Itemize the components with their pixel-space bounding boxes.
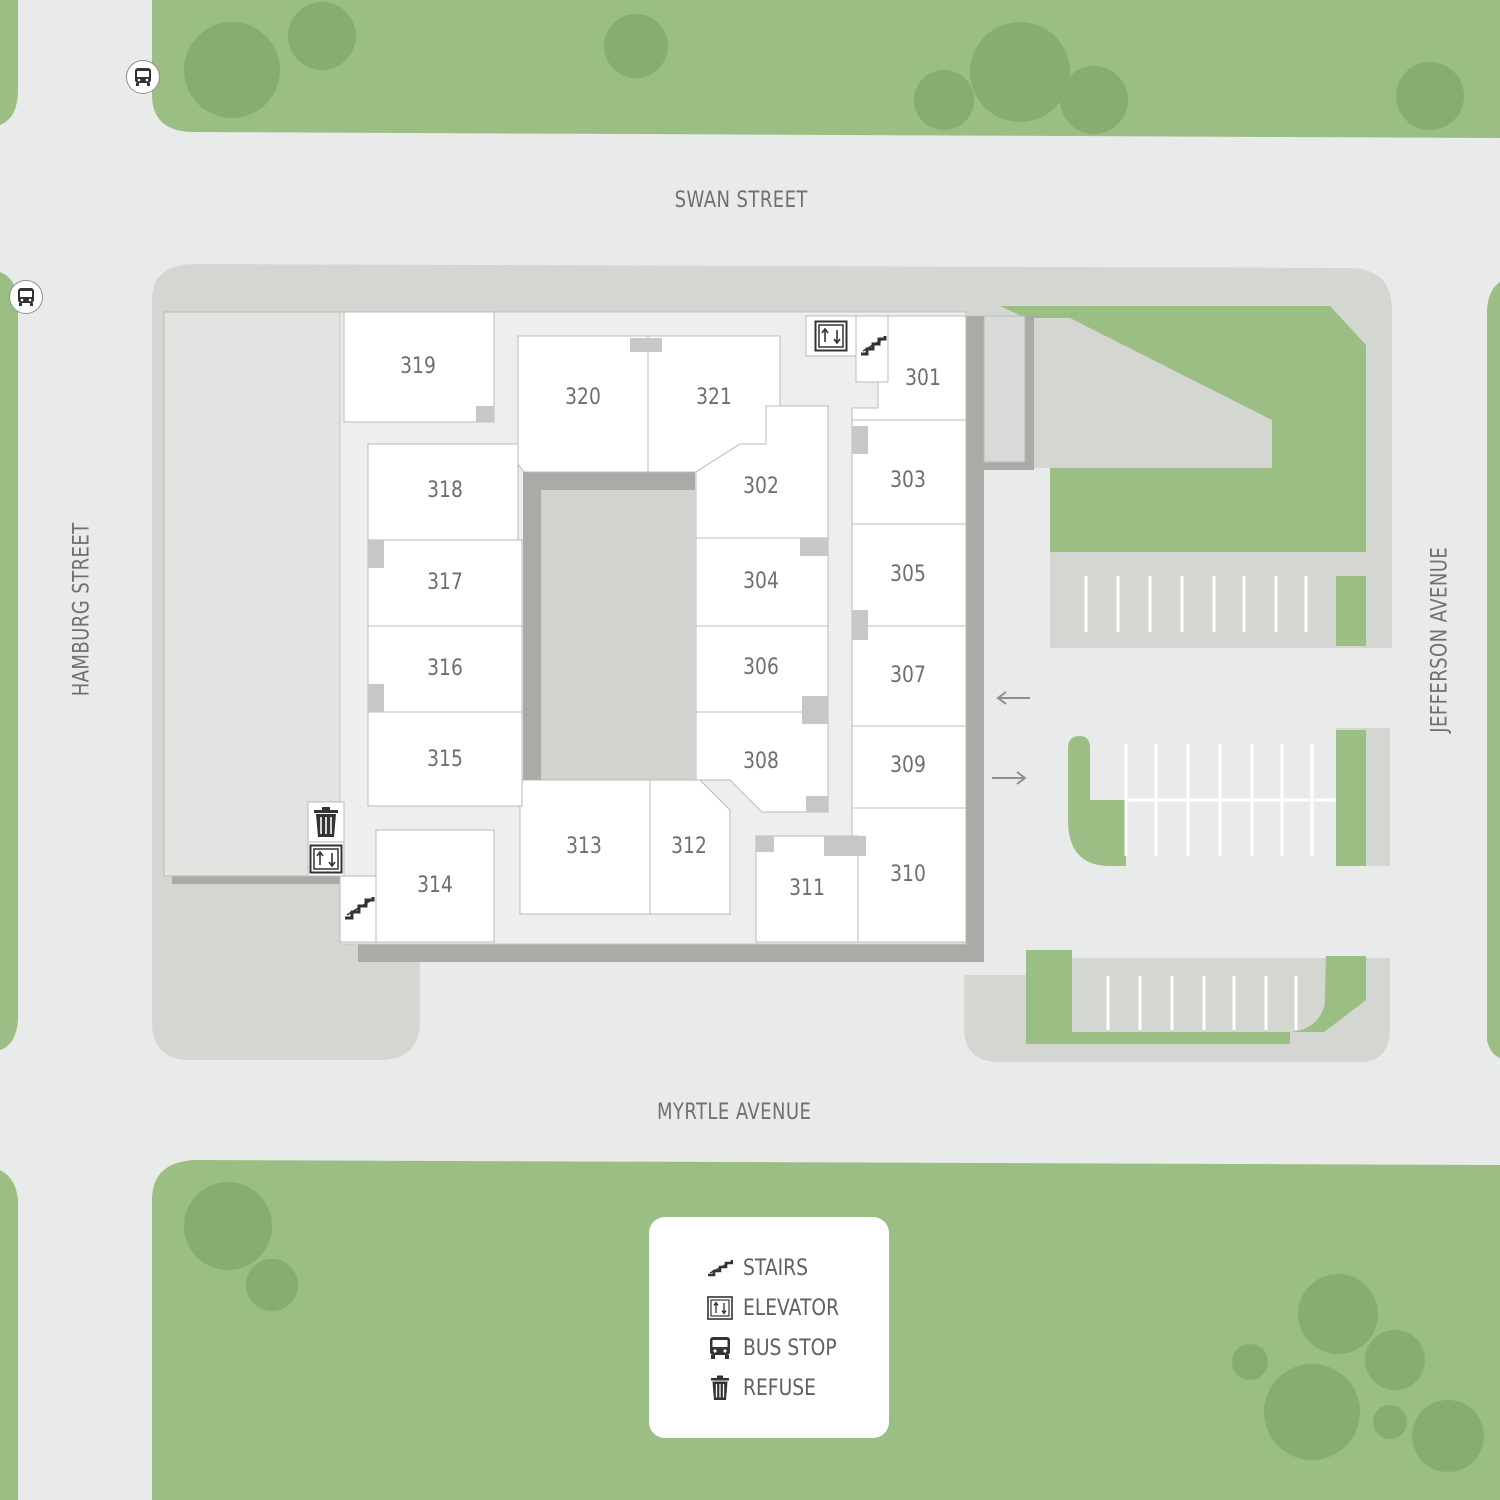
unit-label-318: 318	[427, 478, 463, 503]
unit-label-308: 308	[743, 749, 779, 774]
circulation-boxes	[307, 315, 889, 943]
unit-label-302: 302	[743, 474, 779, 499]
legend-item-refuse: REFUSE	[707, 1373, 829, 1403]
legend-label-elevator: ELEVATOR	[743, 1295, 840, 1321]
unit-label-306: 306	[743, 655, 779, 680]
unit-label-315: 315	[427, 747, 463, 772]
refuse-icon	[707, 1375, 733, 1401]
unit-label-321: 321	[696, 385, 732, 410]
bus-icon	[707, 1335, 733, 1361]
unit-label-307: 307	[890, 663, 926, 688]
parking-lot	[984, 306, 1390, 1044]
unit-label-309: 309	[890, 753, 926, 778]
unit-label-317: 317	[427, 570, 463, 595]
legend-label-refuse: REFUSE	[743, 1375, 816, 1401]
service-boxes	[368, 338, 868, 856]
traffic-arrows	[992, 691, 1030, 785]
legend-item-elevator: ELEVATOR	[707, 1293, 856, 1323]
unit-label-305: 305	[890, 562, 926, 587]
elevator-icon	[812, 318, 850, 354]
legend-label-stairs: STAIRS	[743, 1255, 809, 1281]
unit-label-312: 312	[671, 834, 707, 859]
bus-icon	[9, 280, 43, 314]
units	[343, 311, 967, 943]
elevator-icon	[707, 1295, 733, 1321]
arrow-right-icon	[992, 771, 1027, 785]
unit-318	[367, 443, 519, 541]
unit-label-314: 314	[417, 873, 453, 898]
map-legend: STAIRS ELEVATOR BUS STOP REFUSE	[649, 1217, 889, 1438]
unit-label-313: 313	[566, 834, 602, 859]
stairs-icon	[858, 330, 888, 360]
street-label-east: JEFFERSON AVENUE	[1427, 546, 1453, 733]
unit-320	[517, 335, 649, 473]
refuse-icon	[308, 802, 344, 842]
unit-label-303: 303	[890, 468, 926, 493]
stairs-icon	[342, 894, 376, 922]
unit-label-316: 316	[427, 656, 463, 681]
legend-item-stairs: STAIRS	[707, 1253, 819, 1283]
street-label-north: SWAN STREET	[674, 188, 808, 213]
unit-313	[519, 779, 651, 915]
unit-label-320: 320	[565, 385, 601, 410]
west-structure	[163, 311, 345, 877]
unit-302	[695, 405, 829, 539]
unit-label-301: 301	[905, 366, 941, 391]
unit-label-304: 304	[743, 569, 779, 594]
parking-lines	[1084, 576, 1336, 1030]
atrium	[541, 490, 695, 780]
legend-item-bus-stop: BUS STOP	[707, 1333, 853, 1363]
street-label-west: HAMBURG STREET	[69, 522, 95, 697]
elevator-icon	[308, 842, 344, 876]
legend-label-bus-stop: BUS STOP	[743, 1335, 837, 1361]
arrow-left-icon	[996, 691, 1030, 705]
street-label-south: MYRTLE AVENUE	[656, 1100, 812, 1125]
unit-label-310: 310	[890, 862, 926, 887]
bus-icon	[126, 60, 160, 94]
unit-label-319: 319	[400, 354, 436, 379]
unit-label-311: 311	[789, 876, 825, 901]
stairs-icon	[707, 1255, 733, 1281]
east-structure	[983, 315, 1026, 463]
